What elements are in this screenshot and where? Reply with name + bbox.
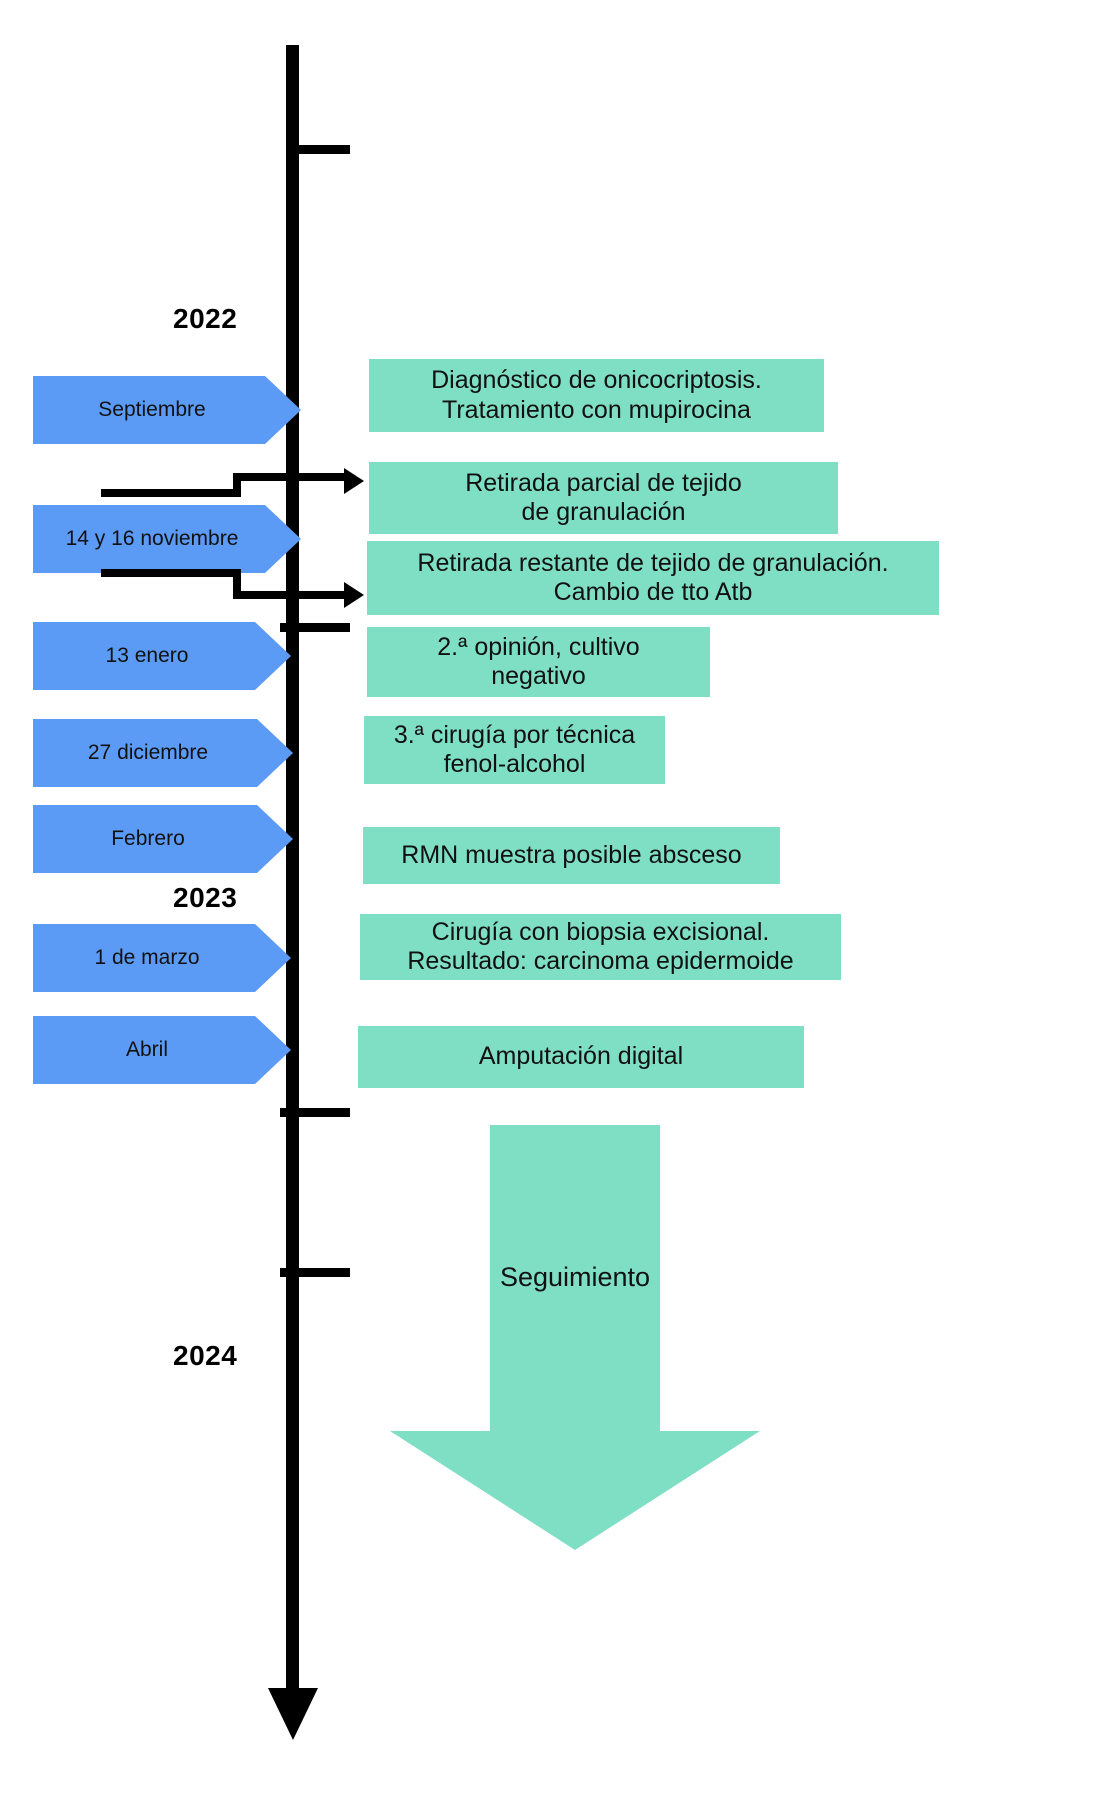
event-box-text: Amputación digital (478, 1042, 684, 1071)
event-box-text: 2.ª opinión, cultivo negativo (437, 632, 640, 691)
timeline-arrowhead-icon (268, 1688, 318, 1740)
event-box-amputacion: Amputación digital (358, 1026, 804, 1088)
year-label-2023: 2023 (173, 882, 238, 913)
followup-label: Seguimiento (499, 1262, 651, 1292)
event-box-retirada-restante: Retirada restante de tejido de granulaci… (367, 541, 939, 615)
timeline-tick-top (286, 145, 350, 154)
event-box-rmn: RMN muestra posible absceso (363, 827, 780, 884)
date-chevron-febrero[interactable]: Febrero (33, 805, 293, 873)
followup-arrow: Seguimiento (390, 1125, 760, 1550)
event-box-text: Retirada parcial de tejido de granulació… (465, 468, 742, 527)
year-label-2022: 2022 (173, 303, 238, 334)
date-chevron-noviembre[interactable]: 14 y 16 noviembre (33, 505, 301, 573)
event-box-biopsia: Cirugía con biopsia excisional. Resultad… (360, 914, 841, 980)
event-box-text: RMN muestra posible absceso (401, 840, 742, 869)
event-box-text: 3.ª cirugía por técnica fenol-alcohol (393, 720, 636, 779)
date-chevron-label: 1 de marzo (94, 946, 200, 970)
timeline-tick-2024 (280, 1268, 350, 1277)
event-box-text: Diagnóstico de onicocriptosis. Tratamien… (431, 366, 762, 424)
event-box-text: Retirada restante de tejido de granulaci… (417, 548, 889, 607)
event-box-tercera-cirugia: 3.ª cirugía por técnica fenol-alcohol (364, 716, 665, 784)
date-chevron-label: Septiembre (98, 398, 206, 422)
date-chevron-label: 13 enero (105, 644, 189, 668)
timeline-tick-bottom (280, 1108, 350, 1117)
date-chevron-label: Febrero (111, 827, 185, 851)
date-chevron-enero[interactable]: 13 enero (33, 622, 291, 690)
event-box-retirada-parcial: Retirada parcial de tejido de granulació… (369, 462, 838, 534)
event-box-text: Cirugía con biopsia excisional. Resultad… (407, 917, 794, 976)
event-box-diagnostico: Diagnóstico de onicocriptosis. Tratamien… (369, 359, 824, 432)
date-chevron-label: Abril (125, 1038, 168, 1062)
date-chevron-label: 14 y 16 noviembre (65, 527, 239, 551)
timeline-spine (286, 45, 299, 1695)
date-chevron-septiembre[interactable]: Septiembre (33, 376, 301, 444)
date-chevron-marzo[interactable]: 1 de marzo (33, 924, 291, 992)
date-chevron-abril[interactable]: Abril (33, 1016, 291, 1084)
year-label-2024: 2024 (173, 1340, 238, 1371)
event-box-segunda-opinion: 2.ª opinión, cultivo negativo (367, 627, 710, 697)
date-chevron-label: 27 diciembre (87, 741, 209, 765)
date-chevron-diciembre[interactable]: 27 diciembre (33, 719, 293, 787)
timeline-tick-enero (280, 623, 350, 632)
